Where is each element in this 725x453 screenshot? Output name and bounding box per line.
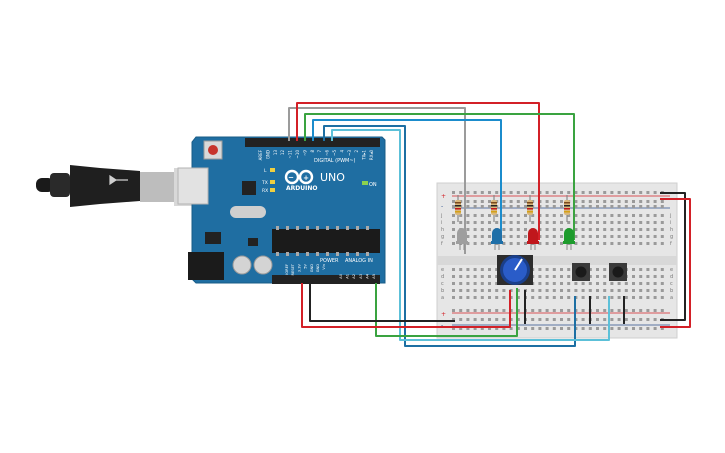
leds (456, 228, 575, 250)
digital-pin-label: 7 (317, 150, 322, 153)
row-letter-right: c (670, 281, 673, 287)
wire-blue-board-a (323, 125, 576, 347)
digital-pin-label: 13 (273, 150, 278, 156)
digital-pin-label: 2 (354, 150, 359, 153)
svg-text:−: − (288, 174, 294, 182)
rail-plus-bottom: + (441, 311, 446, 318)
analog-pin-label: A4 (365, 273, 369, 278)
row-letter-right: f (670, 241, 672, 247)
board-brand: ARDUINO (286, 185, 317, 192)
svg-text:+: + (303, 174, 309, 182)
row-letter-left: f (441, 241, 443, 247)
wire-red-rail-right (660, 198, 691, 328)
rail-minus-bottom: - (441, 322, 443, 329)
board-model: UNO (320, 171, 345, 184)
power-pin-label: GND (316, 264, 320, 272)
digital-pin-label: 4 (339, 150, 344, 153)
led-label-l: L (264, 168, 267, 174)
power-pin-label: IOREF (285, 264, 289, 275)
push-button-2[interactable] (609, 263, 627, 281)
power-pin-label: GND (310, 264, 314, 272)
digital-pin-label: ~5 (332, 150, 337, 156)
power-pin-label: 3.3V (297, 263, 301, 272)
led-label-rx: RX (262, 188, 268, 194)
row-letter-left: b (441, 288, 444, 294)
analog-pin-label: A5 (372, 274, 376, 279)
on-label: ON (369, 182, 377, 188)
row-letter-left: j (440, 213, 442, 219)
digital-pin-label: GND (265, 150, 270, 159)
digital-pin-label: AREF (258, 149, 263, 160)
analog-pin-label: A2 (352, 274, 356, 279)
potentiometer[interactable] (497, 255, 533, 285)
digital-pin-label: ~10 (295, 150, 300, 159)
row-letter-right: j (669, 213, 671, 219)
rail-minus-top: - (441, 203, 443, 210)
row-letter-left: i (441, 220, 442, 226)
digital-pin-label: RX◂0 (369, 150, 374, 161)
rail-plus-top: + (441, 193, 446, 200)
row-letter-right: g (670, 234, 673, 240)
row-letter-left: e (441, 267, 444, 273)
row-letter-right: d (670, 274, 673, 280)
power-header-label: POWER (320, 258, 339, 264)
digital-pin-label: TX▸1 (362, 150, 367, 161)
arduino-logo-icon (284, 169, 314, 185)
digital-pin-label: ~6 (325, 150, 330, 156)
digital-pin-label: ~11 (288, 150, 293, 159)
resistors (455, 195, 570, 222)
wire-gray (288, 107, 466, 254)
row-letter-left: g (441, 234, 444, 240)
wire-black-gnd (309, 283, 455, 322)
power-pin-label: 5V (304, 263, 308, 268)
led-label-tx: TX (261, 180, 268, 186)
row-letter-left: d (441, 274, 444, 280)
reset-button[interactable] (208, 145, 218, 155)
wire-red-5v (301, 283, 511, 328)
power-pin-label: Vin (322, 264, 326, 270)
wire-black-rail-right (660, 192, 686, 321)
usb-cable (36, 165, 198, 207)
wire-red-pin (296, 102, 540, 240)
row-letter-right: e (670, 267, 673, 273)
row-letter-right: h (670, 227, 673, 233)
digital-pin-label: ~3 (347, 150, 352, 156)
wires (288, 102, 691, 347)
digital-header-label: DIGITAL (PWM~) (314, 158, 356, 164)
push-button-1[interactable] (572, 263, 590, 281)
digital-pin-label: 8 (310, 150, 315, 153)
analog-pin-label: A0 (339, 273, 343, 278)
row-letter-right: a (670, 295, 673, 301)
row-letter-left: c (441, 281, 444, 287)
green-led (563, 228, 575, 250)
wire-green-analog (375, 283, 518, 337)
analog-pin-label: A1 (346, 274, 350, 279)
row-letter-left: a (441, 295, 444, 301)
analog-header-label: ANALOG IN (345, 258, 373, 264)
wire-green-pin (304, 113, 575, 240)
arduino-uno-board: − + ARDUINO UNO DIGITAL (PWM~) POWER ANA… (177, 136, 386, 284)
row-letter-left: h (441, 227, 444, 233)
red-led (527, 228, 539, 250)
white-led (456, 228, 468, 250)
power-pin-label: RESET (291, 263, 295, 275)
analog-pin-label: A3 (359, 274, 363, 279)
row-letter-right: b (670, 288, 673, 294)
wire-lightblue (331, 129, 610, 341)
usb-icon (109, 174, 128, 186)
digital-pin-label: 12 (280, 150, 285, 156)
digital-pin-label: ~9 (302, 150, 307, 156)
row-letter-right: i (670, 220, 671, 226)
blue-led (491, 228, 503, 250)
wire-blue-pin (312, 119, 502, 240)
